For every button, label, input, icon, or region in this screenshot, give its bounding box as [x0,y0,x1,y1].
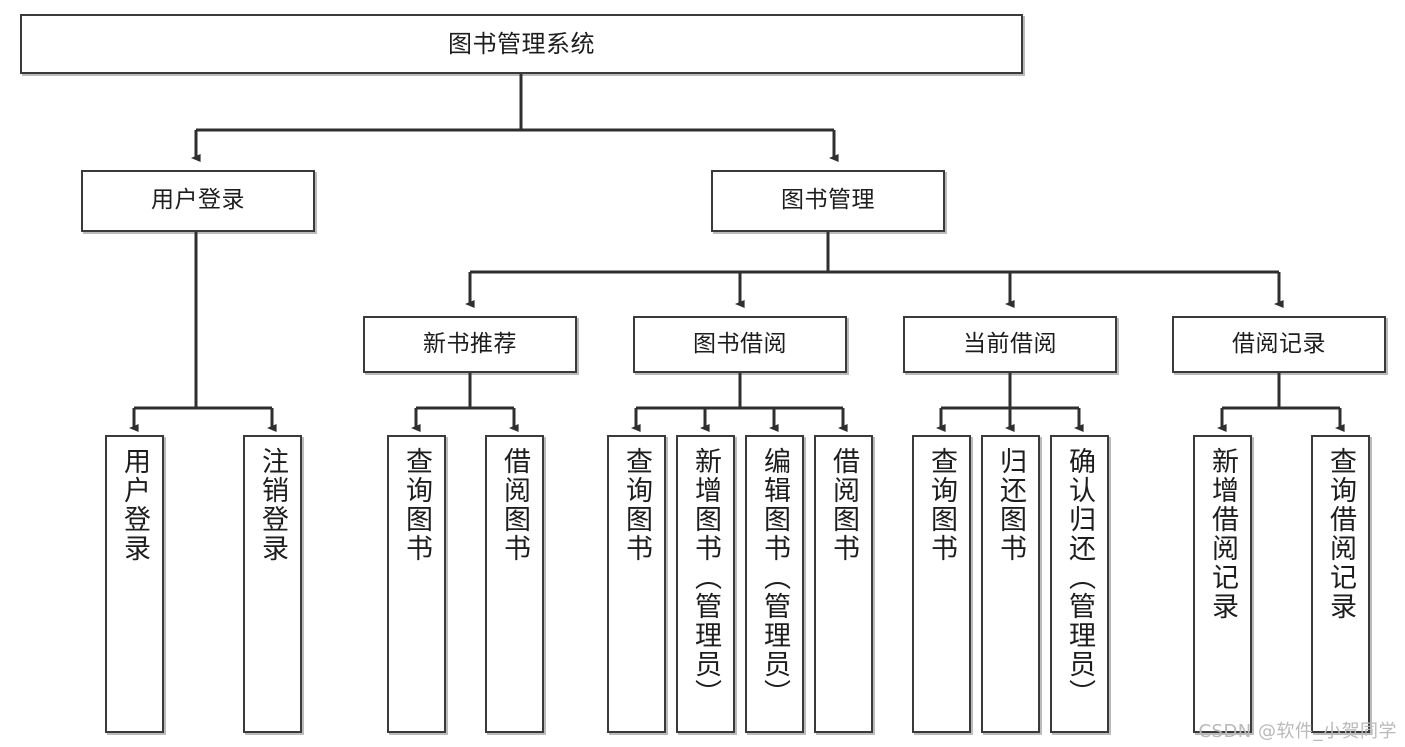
leaf-return-book[interactable]: 归还图书 [981,435,1040,733]
node-current-borrow-label: 当前借阅 [963,330,1057,357]
leaf-query-book-2[interactable]: 查询图书 [607,435,666,733]
leaf-query-book-1[interactable]: 查询图书 [387,435,446,733]
node-book-borrow-label: 图书借阅 [693,330,787,357]
node-book-management-label: 图书管理 [781,187,875,214]
node-book-borrow[interactable]: 图书借阅 [633,316,847,373]
leaf-return-book-label: 归还图书 [995,447,1026,563]
node-root-system[interactable]: 图书管理系统 [20,14,1023,74]
leaf-borrow-book-2-label: 借阅图书 [828,447,859,563]
leaf-user-login-label: 用户登录 [119,447,150,563]
leaf-logout-login-label: 注销登录 [257,447,288,563]
node-user-login-label: 用户登录 [151,187,245,214]
leaf-add-book[interactable]: 新增图书（管理员） [676,435,735,733]
leaf-borrow-book-2[interactable]: 借阅图书 [814,435,873,733]
leaf-logout-login[interactable]: 注销登录 [243,435,302,733]
node-borrow-record-label: 借阅记录 [1232,330,1326,357]
leaf-add-book-label: 新增图书（管理员） [690,447,721,708]
watermark-text: CSDN @软件_小贺同学 [1198,721,1397,742]
node-borrow-record[interactable]: 借阅记录 [1172,316,1386,373]
leaf-user-login[interactable]: 用户登录 [105,435,164,733]
leaf-add-record-label: 新增借阅记录 [1207,447,1238,621]
node-current-borrow[interactable]: 当前借阅 [903,316,1117,373]
leaf-add-record[interactable]: 新增借阅记录 [1193,435,1252,733]
node-book-management[interactable]: 图书管理 [711,170,945,232]
leaf-confirm-return[interactable]: 确认归还（管理员） [1050,435,1109,733]
node-root-system-label: 图书管理系统 [448,29,595,58]
leaf-edit-book[interactable]: 编辑图书（管理员） [745,435,804,733]
node-new-book-recommend-label: 新书推荐 [423,330,517,357]
leaf-borrow-book-1[interactable]: 借阅图书 [485,435,544,733]
node-user-login[interactable]: 用户登录 [81,170,315,232]
leaf-query-book-2-label: 查询图书 [621,447,652,563]
leaf-query-book-1-label: 查询图书 [401,447,432,563]
leaf-edit-book-label: 编辑图书（管理员） [759,447,790,708]
leaf-query-record-label: 查询借阅记录 [1325,447,1356,621]
leaf-borrow-book-1-label: 借阅图书 [499,447,530,563]
leaf-confirm-return-label: 确认归还（管理员） [1064,447,1095,708]
leaf-query-book-3-label: 查询图书 [926,447,957,563]
leaf-query-book-3[interactable]: 查询图书 [912,435,971,733]
leaf-query-record[interactable]: 查询借阅记录 [1311,435,1370,733]
node-new-book-recommend[interactable]: 新书推荐 [363,316,577,373]
